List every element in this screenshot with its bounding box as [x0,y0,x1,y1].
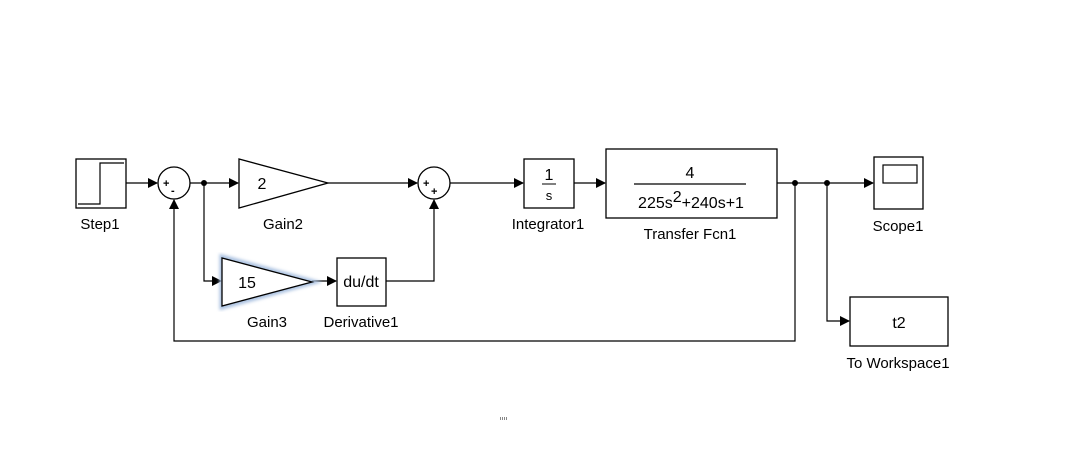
sum2-sign-plus: + [423,178,429,190]
signal-lines [126,178,874,342]
branch-point [824,180,830,186]
tf-denominator: 225s2+240s+1 [638,189,744,212]
step-box[interactable] [75,158,127,209]
step-icon [78,162,124,205]
branch-point [201,180,207,186]
sum1-sign-minus: - [171,185,175,197]
scope-block[interactable]: Scope1 [873,156,924,235]
tf-label: Transfer Fcn1 [644,226,737,243]
sum2-sign-plus: + [431,186,437,198]
gain2-label: Gain2 [263,216,303,233]
integrator-block[interactable]: 1 s Integrator1 [512,158,585,233]
canvas-grip-icon [500,417,507,420]
sum1-block[interactable]: + - [157,166,191,200]
gain3-value: 15 [238,275,256,292]
tf-numerator: 4 [686,165,695,182]
signal-feedback[interactable] [169,183,796,342]
gain2-block[interactable]: 2 Gain2 [238,158,331,233]
integrator-denominator: s [546,188,553,203]
scope-screen-icon [882,164,918,184]
derivative-block[interactable]: du/dt Derivative1 [323,257,399,331]
derivative-label: Derivative1 [323,314,398,331]
gain3-block[interactable]: 15 Gain3 [219,253,323,331]
transfer-fcn-block[interactable]: 4 225s2+240s+1 Transfer Fcn1 [605,148,778,243]
integrator-numerator: 1 [545,167,554,184]
step-block[interactable]: Step1 [75,158,127,233]
signal-derivative-to-sum2[interactable] [386,199,439,282]
signal-branch-to-workspace[interactable] [826,183,850,326]
step-label: Step1 [80,216,119,233]
derivative-content: du/dt [343,274,379,291]
workspace-variable: t2 [892,315,905,332]
to-workspace-label: To Workspace1 [846,355,949,372]
integrator-label: Integrator1 [512,216,585,233]
signal-branch-to-gain3[interactable] [203,183,222,286]
gain2-value: 2 [258,176,267,193]
sum2-block[interactable]: + + [417,166,451,200]
to-workspace-block[interactable]: t2 To Workspace1 [846,296,950,372]
branch-point [792,180,798,186]
gain3-label: Gain3 [247,314,287,331]
sum1-sign-plus: + [163,178,169,190]
scope-label: Scope1 [873,218,924,235]
